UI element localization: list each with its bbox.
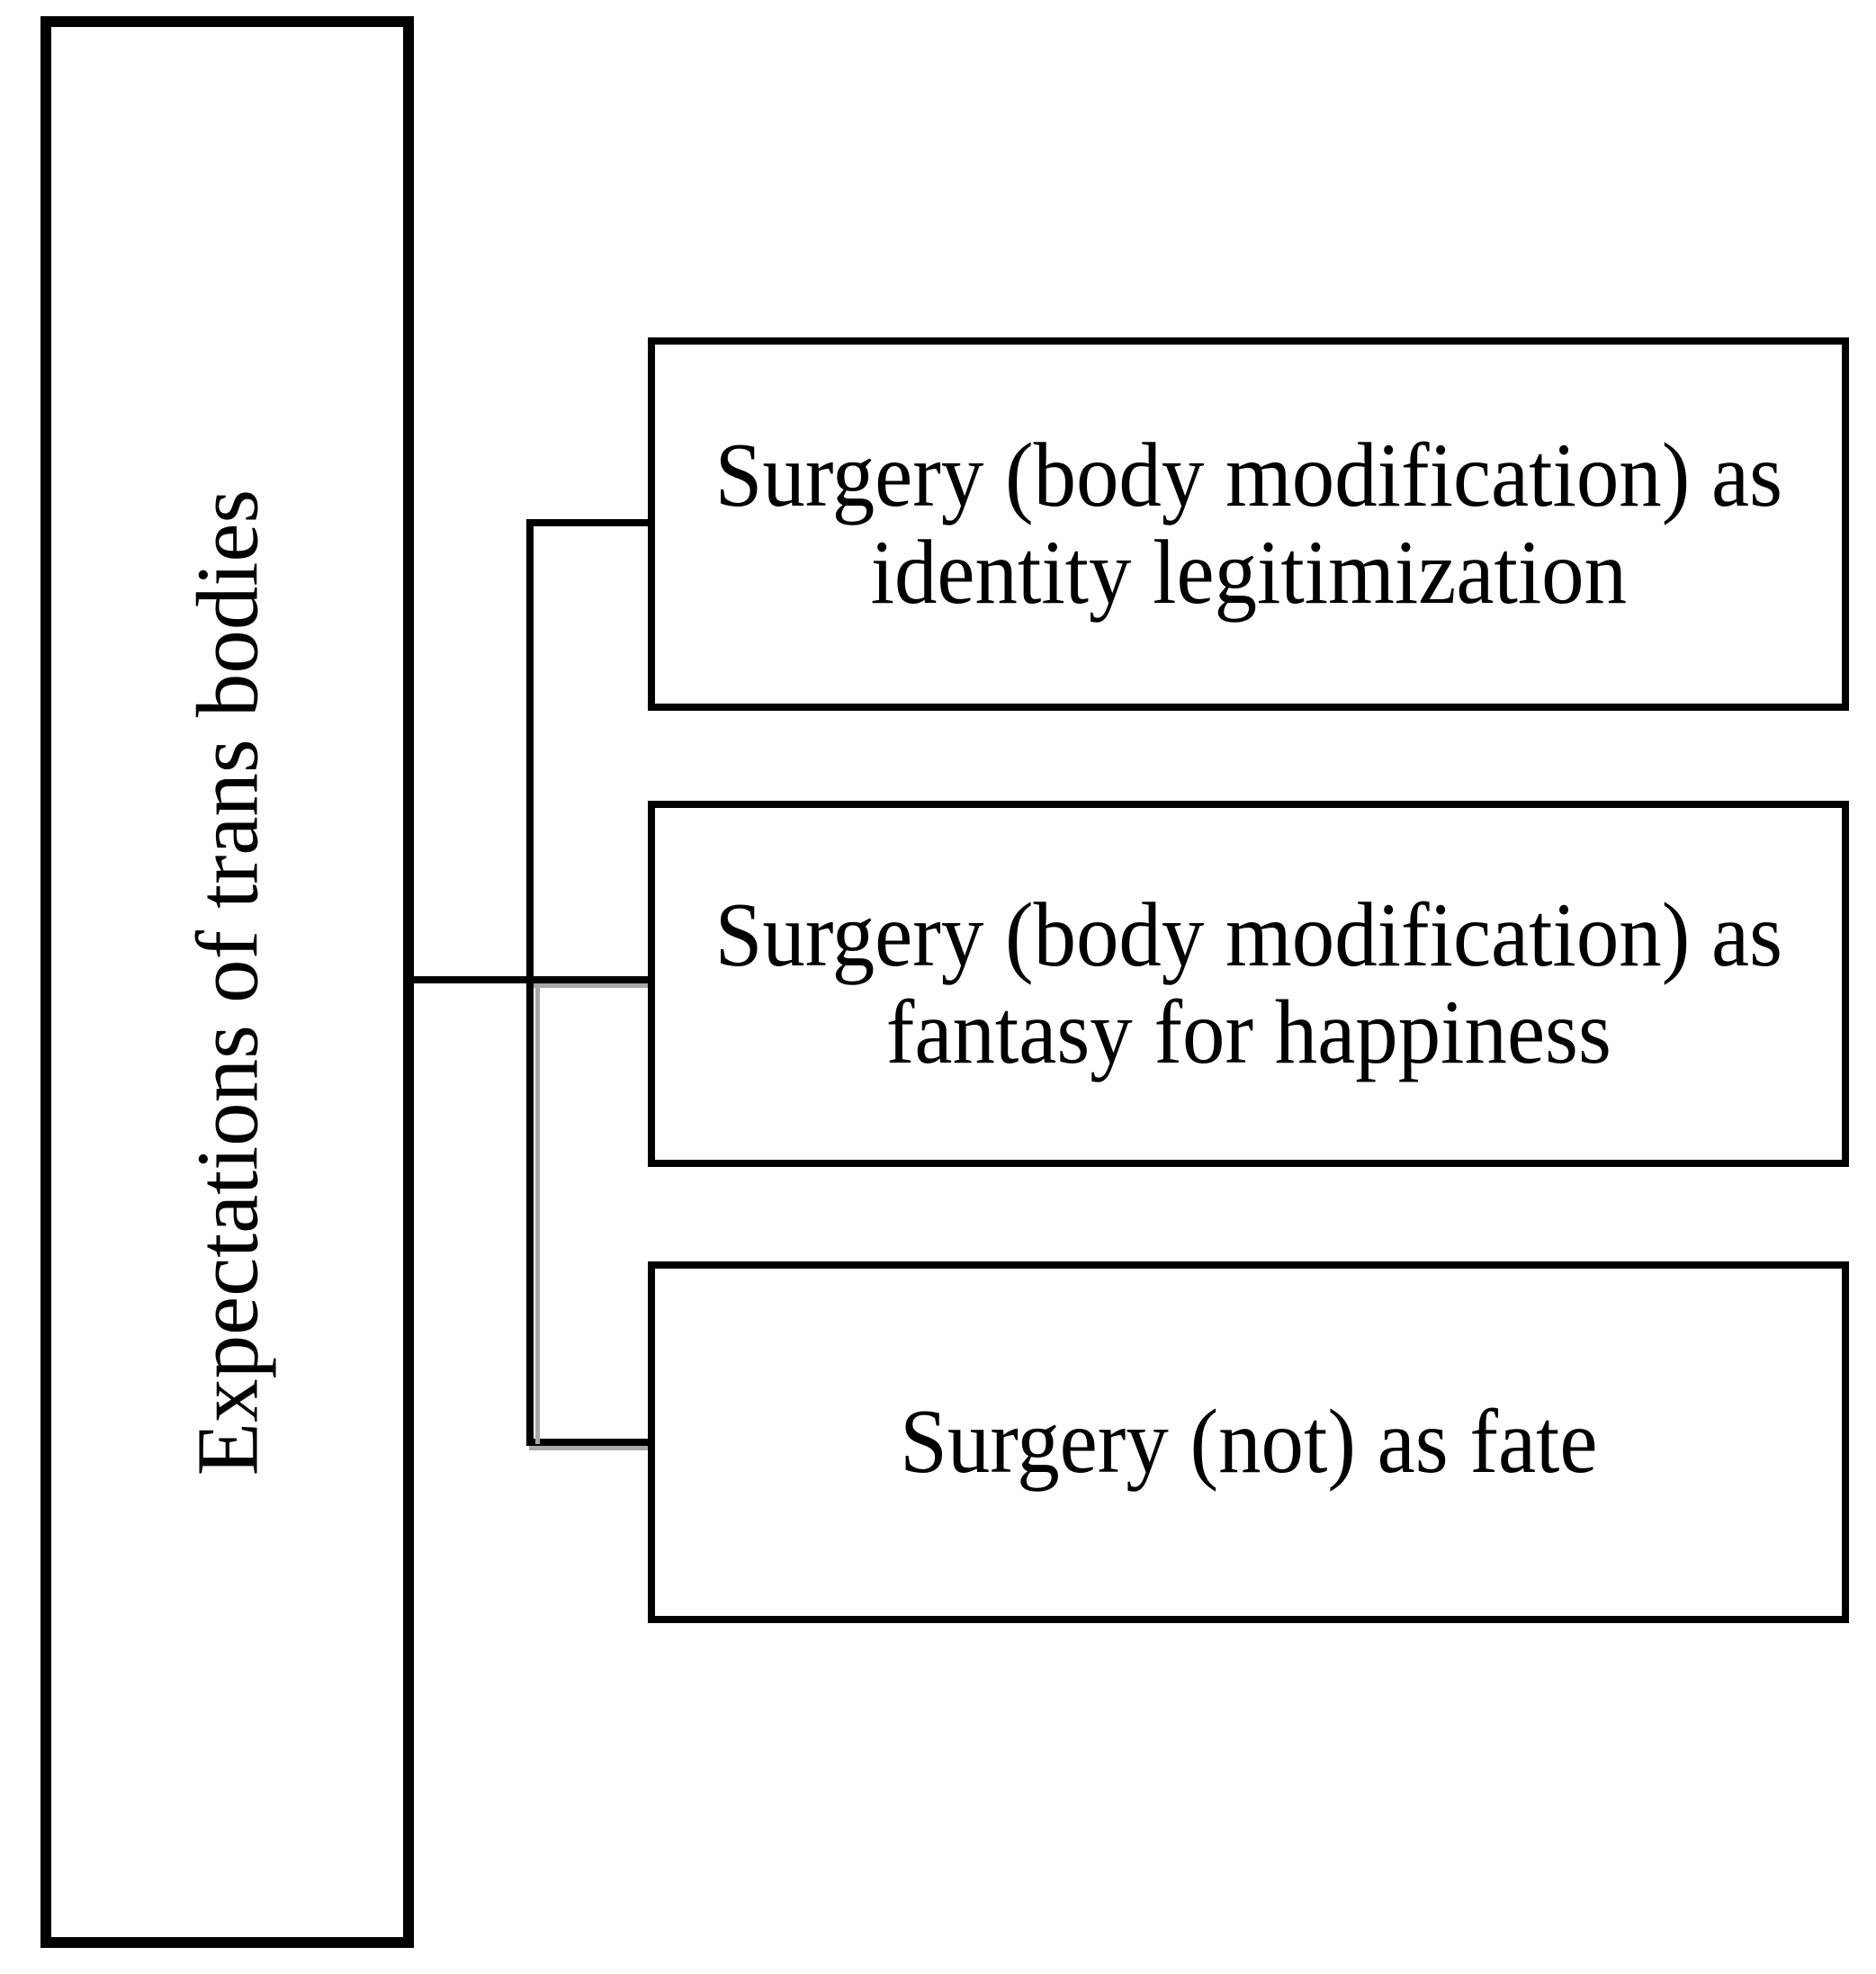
child-node-label: Surgery (not) as fate bbox=[900, 1394, 1597, 1490]
connector-echo-vertical bbox=[535, 983, 540, 1444]
child-node-box-fantasy-for-happiness: Surgery (body modification) as fantasy f… bbox=[648, 801, 1849, 1167]
connector-branch-top bbox=[526, 519, 652, 526]
connector-branch-bottom bbox=[526, 1439, 652, 1446]
connector-echo-bottom bbox=[529, 1446, 652, 1450]
child-node-box-surgery-not-as-fate: Surgery (not) as fate bbox=[648, 1261, 1849, 1623]
root-node-label: Expectations of trans bodies bbox=[179, 489, 275, 1476]
child-node-label-line: fantasy for happiness bbox=[885, 981, 1611, 1083]
child-node-label: Surgery (body modification) as fantasy f… bbox=[714, 887, 1782, 1080]
connector-trunk-vertical bbox=[526, 519, 534, 1446]
child-node-label-line: identity legitimization bbox=[870, 521, 1627, 624]
connector-echo-middle bbox=[534, 983, 651, 988]
child-node-label-line: Surgery (body modification) as bbox=[714, 425, 1782, 527]
root-node-box: Expectations of trans bodies bbox=[40, 16, 414, 1948]
child-node-label-line: Surgery (body modification) as bbox=[714, 884, 1782, 987]
child-node-label: Surgery (body modification) as identity … bbox=[714, 427, 1782, 620]
child-node-box-identity-legitimization: Surgery (body modification) as identity … bbox=[648, 337, 1849, 711]
child-node-label-line: Surgery (not) as fate bbox=[899, 1391, 1598, 1494]
